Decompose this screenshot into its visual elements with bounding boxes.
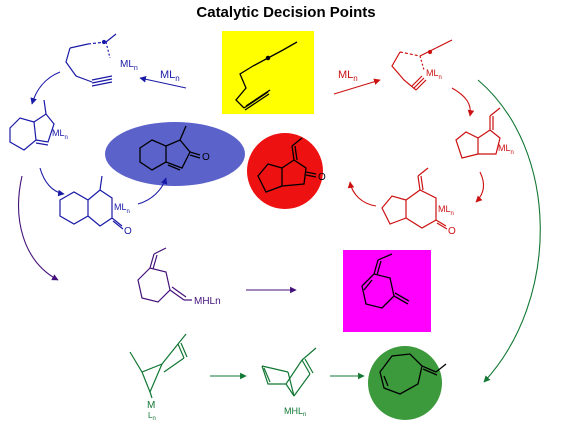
blue-product-ellipse	[105, 122, 245, 186]
blue-enone-product	[139, 125, 201, 171]
green-product-circle	[368, 346, 442, 420]
purple-arrow-1	[18, 175, 59, 281]
green-bicyclic-hydride	[261, 347, 317, 397]
blue-ring-metallacycle	[59, 175, 124, 230]
purple-metal-label: MHLn	[194, 296, 221, 307]
blue-ring-oxygen: O	[124, 226, 132, 237]
green-metal-m-label: M	[147, 400, 155, 411]
red-ring-oxygen: O	[448, 226, 456, 237]
green-mid-metal-label: MHLn	[284, 406, 306, 418]
ml-right-label: MLn	[338, 69, 358, 83]
cycloheptadiene-product	[379, 353, 447, 395]
red-ring-metallacycle	[381, 167, 448, 230]
blue-arrow-3	[137, 177, 168, 205]
blue-ring-metal-label: MLn	[114, 202, 130, 215]
triene-product-box	[343, 250, 431, 332]
blue-pyrrole-metal-label: MLn	[52, 128, 68, 141]
blue-metallacycle	[9, 99, 55, 151]
ml-left-arrow	[139, 76, 187, 89]
red-arrow-1	[451, 87, 475, 117]
blue-arrow-1	[30, 71, 61, 105]
green-long-arrow	[477, 79, 541, 383]
diagram-title: Catalytic Decision Points	[196, 4, 376, 21]
purple-triene-complex	[137, 247, 192, 303]
green-metal-l-label: Ln	[148, 411, 156, 422]
red-dienone-product	[257, 137, 317, 193]
red-ring-metal-label: MLn	[438, 204, 454, 217]
red-metallacycle	[455, 107, 501, 159]
red-product-circle	[247, 133, 323, 209]
green-bicyclic-complex	[129, 333, 188, 399]
red-arrow-2	[475, 171, 485, 203]
ml-left-label: MLn	[160, 69, 180, 83]
blue-product-oxygen: O	[202, 152, 210, 163]
red-product-oxygen: O	[318, 172, 326, 183]
blue-top-metal-label: MLn	[120, 59, 138, 72]
red-top-metal-label: MLn	[426, 68, 442, 81]
red-allene-complex	[391, 39, 453, 91]
starting-material-box	[222, 31, 314, 114]
blue-arrow-2	[39, 167, 65, 197]
ml-right-arrow	[333, 78, 381, 95]
starting-allenyne	[235, 41, 298, 111]
red-arrow-3	[347, 181, 377, 207]
red-pyrrole-metal-label: MLn	[498, 143, 514, 156]
triene-product	[361, 253, 410, 309]
blue-allene-complex	[65, 33, 117, 87]
